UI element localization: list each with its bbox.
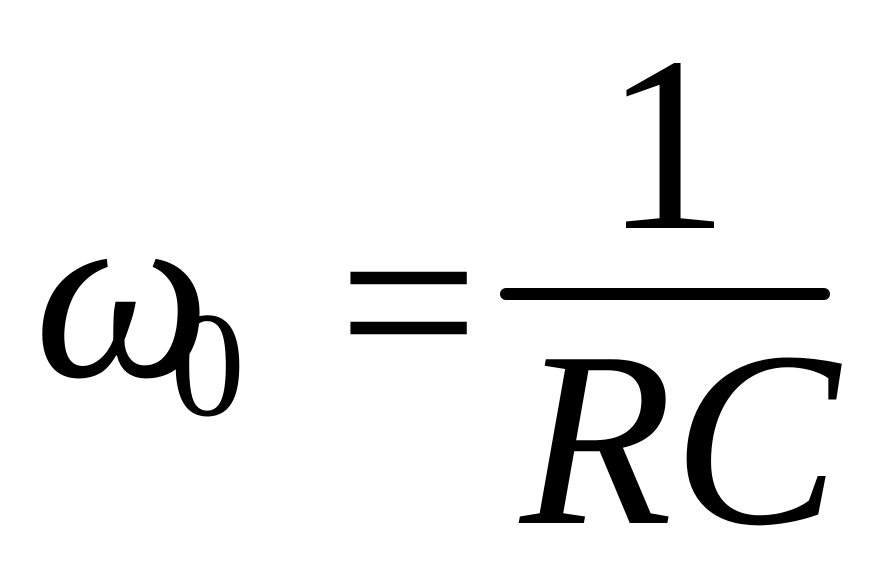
fraction-denominator: RC (520, 301, 840, 578)
equals-sign: = (338, 164, 479, 441)
fraction-bar (500, 288, 830, 300)
fraction-numerator: 1 (604, 6, 729, 283)
omega-symbol: ω (34, 154, 211, 431)
omega-subscript: 0 (170, 282, 245, 448)
